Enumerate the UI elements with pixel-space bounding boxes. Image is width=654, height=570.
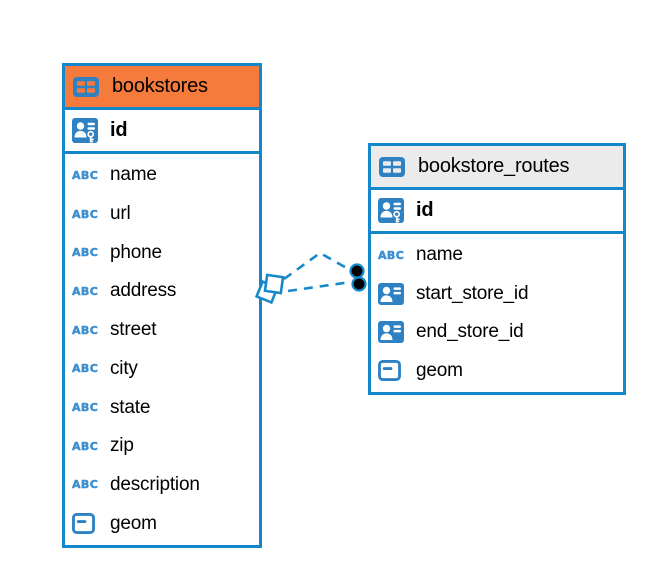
relationship-line-2[interactable] bbox=[287, 280, 352, 293]
relationship-dot-markers bbox=[349, 263, 367, 292]
table-name: bookstores bbox=[112, 75, 208, 97]
relationship-line-1[interactable] bbox=[283, 251, 353, 281]
dot-marker bbox=[349, 263, 365, 279]
column-row-end-store-id[interactable]: end_store_id bbox=[371, 313, 623, 352]
column-name: geom bbox=[416, 359, 463, 381]
entity-table-bookstore-routes[interactable]: bookstore_routes id ABC name start_store… bbox=[368, 143, 626, 395]
column-row-zip[interactable]: ABC zip bbox=[65, 427, 259, 466]
column-name: geom bbox=[110, 512, 157, 534]
relationship-lines[interactable] bbox=[254, 251, 367, 305]
geometry-icon bbox=[72, 513, 102, 534]
column-name: start_store_id bbox=[416, 282, 529, 304]
table-header-bookstores[interactable]: bookstores bbox=[65, 66, 259, 110]
column-row-start-store-id[interactable]: start_store_id bbox=[371, 275, 623, 314]
column-list: ABC name ABC url ABC phone ABC address A… bbox=[65, 154, 259, 545]
column-name: zip bbox=[110, 435, 134, 457]
column-name: street bbox=[110, 319, 157, 341]
varchar-abc-icon: ABC bbox=[72, 246, 99, 260]
column-row-address[interactable]: ABC address bbox=[65, 272, 259, 311]
column-row-name[interactable]: ABC name bbox=[65, 156, 259, 195]
column-row-phone[interactable]: ABC phone bbox=[65, 233, 259, 272]
column-row-state[interactable]: ABC state bbox=[65, 388, 259, 427]
varchar-abc-icon: ABC bbox=[378, 248, 405, 263]
column-name: description bbox=[110, 473, 200, 495]
person-icon bbox=[378, 283, 408, 305]
varchar-abc-icon: ABC bbox=[72, 284, 99, 299]
person-key-icon bbox=[378, 198, 408, 223]
column-row-geom[interactable]: geom bbox=[371, 352, 623, 391]
primary-key-name: id bbox=[110, 119, 128, 141]
varchar-abc-icon: ABC bbox=[72, 207, 99, 221]
column-name: address bbox=[110, 280, 177, 302]
varchar-abc-icon: ABC bbox=[72, 478, 99, 492]
table-grid-icon bbox=[379, 157, 409, 177]
column-name: city bbox=[110, 357, 138, 379]
varchar-abc-icon: ABC bbox=[72, 362, 99, 376]
column-row-name[interactable]: ABC name bbox=[371, 236, 623, 275]
column-row-city[interactable]: ABC city bbox=[65, 350, 259, 389]
column-row-geom[interactable]: geom bbox=[65, 504, 259, 543]
primary-key-row-id[interactable]: id bbox=[371, 190, 623, 234]
geometry-icon bbox=[378, 360, 408, 381]
varchar-abc-icon: ABC bbox=[72, 401, 99, 415]
column-name: phone bbox=[110, 241, 162, 263]
varchar-abc-icon: ABC bbox=[72, 168, 99, 183]
column-name: end_store_id bbox=[416, 321, 524, 343]
column-list: ABC name start_store_id end_store_id ge bbox=[371, 234, 623, 392]
column-name: name bbox=[416, 244, 463, 266]
diamond-marker bbox=[263, 273, 285, 295]
entity-table-bookstores[interactable]: bookstores id ABC name ABC url ABC phone… bbox=[62, 63, 262, 548]
column-row-url[interactable]: ABC url bbox=[65, 195, 259, 234]
primary-key-row-id[interactable]: id bbox=[65, 110, 259, 154]
primary-key-name: id bbox=[416, 199, 434, 221]
dot-marker bbox=[351, 276, 367, 292]
table-grid-icon bbox=[73, 77, 103, 97]
table-header-bookstore-routes[interactable]: bookstore_routes bbox=[371, 146, 623, 190]
person-icon bbox=[378, 321, 408, 343]
varchar-abc-icon: ABC bbox=[72, 439, 99, 454]
table-name: bookstore_routes bbox=[418, 155, 570, 177]
relationship-diamond-markers bbox=[254, 273, 285, 305]
person-key-icon bbox=[72, 118, 102, 143]
column-row-description[interactable]: ABC description bbox=[65, 466, 259, 505]
column-name: name bbox=[110, 164, 157, 186]
varchar-abc-icon: ABC bbox=[72, 323, 99, 337]
column-row-street[interactable]: ABC street bbox=[65, 311, 259, 350]
column-name: url bbox=[110, 203, 131, 225]
column-name: state bbox=[110, 396, 151, 418]
